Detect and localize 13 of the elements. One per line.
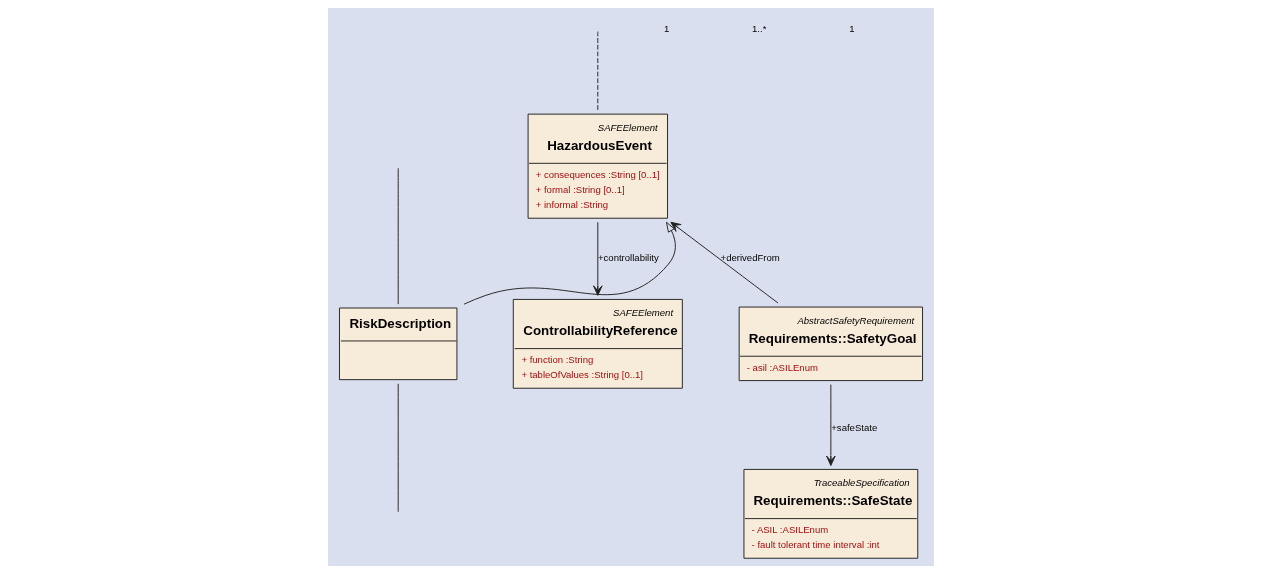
connector (397, 383, 399, 513)
edge-label: +safeState (831, 422, 878, 434)
label: 1 (849, 22, 855, 34)
edge-label: +controllability (597, 252, 659, 264)
arrow (670, 221, 779, 304)
arrow (463, 221, 676, 305)
label: 1 (663, 22, 670, 34)
arrow (826, 384, 836, 467)
label: 1..* (752, 22, 767, 34)
connector (397, 167, 399, 305)
connector (597, 31, 599, 111)
arrow (593, 221, 603, 296)
edge-label: +derivedFrom (720, 252, 780, 264)
